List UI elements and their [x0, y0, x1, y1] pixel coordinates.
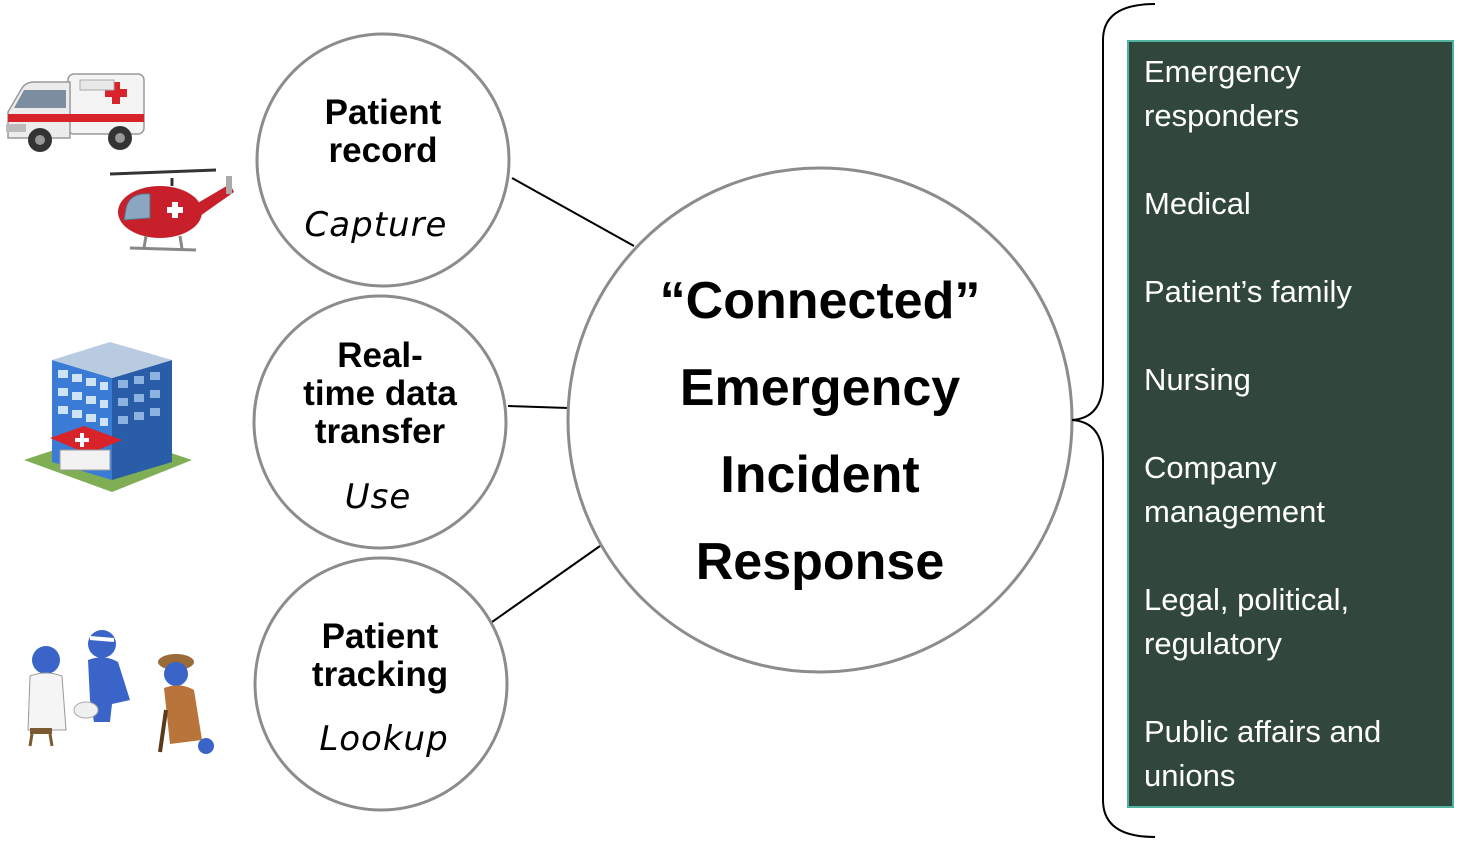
stage-circle-capture: [255, 32, 511, 288]
stage-title-line: Patient: [321, 617, 439, 656]
stage-title-capture: Patient record: [283, 94, 483, 170]
stage-title-line: tracking: [311, 655, 449, 694]
connector-capture: [511, 177, 635, 247]
stage-circle-lookup: [253, 556, 509, 812]
stage-title-line: time data: [303, 374, 457, 413]
center-title-line: Response: [695, 533, 945, 591]
stakeholder-item: Nursing: [1144, 362, 1251, 397]
center-title-line: Incident: [720, 446, 920, 504]
stage-title-line: Patient: [324, 93, 442, 132]
center-title-line: Emergency: [679, 359, 961, 417]
stakeholder-brace: [1071, 3, 1156, 838]
stakeholder-panel: Emergency responders Medical Patient’s f…: [1127, 40, 1454, 808]
stage-title-line: transfer: [314, 412, 446, 451]
stakeholder-item: Legal, political, regulatory: [1144, 582, 1350, 661]
helicopter-icon: [109, 168, 234, 252]
stage-mode-capture: Capture: [304, 205, 448, 245]
center-title: “Connected” Emergency Incident Response: [575, 258, 1065, 606]
stage-title-lookup: Patient tracking: [280, 618, 480, 694]
stage-title-line: Real-: [337, 336, 423, 375]
stakeholder-item: Company management: [1144, 450, 1325, 529]
stakeholder-item: Emergency responders: [1144, 54, 1301, 133]
stage-circle-use: [252, 294, 508, 550]
stage-mode-use: Use: [344, 477, 412, 517]
stakeholder-item: Public affairs and unions: [1144, 714, 1382, 793]
connector-lookup: [491, 545, 601, 623]
stage-title-use: Real- time data transfer: [270, 337, 490, 451]
center-title-line: “Connected”: [659, 272, 981, 330]
stakeholder-item: Medical: [1144, 186, 1251, 221]
hospital-building-icon: [24, 342, 192, 492]
patients-with-doctor-icon: [27, 630, 214, 754]
connector-use: [507, 405, 569, 409]
ambulance-icon: [6, 73, 145, 152]
stage-mode-lookup: Lookup: [319, 719, 449, 759]
stakeholder-item: Patient’s family: [1144, 274, 1352, 309]
stage-title-line: record: [328, 131, 438, 170]
